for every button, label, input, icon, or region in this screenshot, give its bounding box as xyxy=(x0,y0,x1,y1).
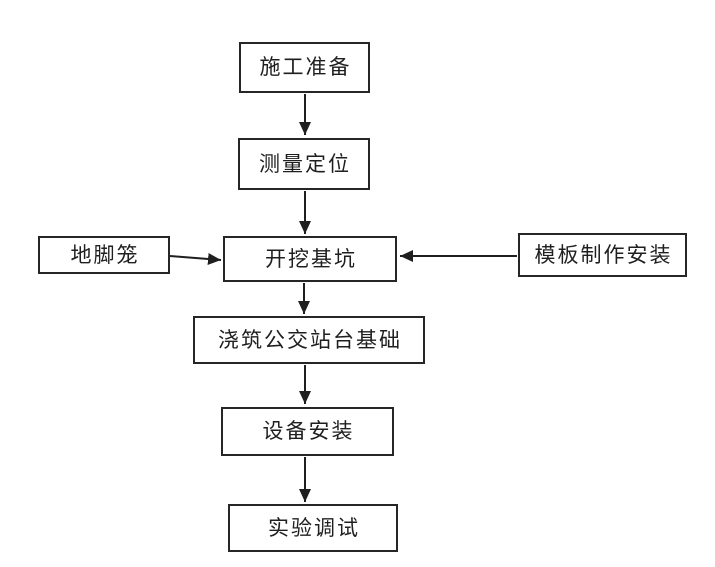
flow-node-label: 地脚笼 xyxy=(70,242,140,267)
flow-node-label: 测量定位 xyxy=(259,151,351,176)
flow-node-pour-platform-foundation: 浇筑公交站台基础 xyxy=(193,316,425,364)
flow-node-formwork-fabrication-install: 模板制作安装 xyxy=(518,233,687,277)
flow-node-label: 模板制作安装 xyxy=(534,242,673,267)
flow-node-label: 施工准备 xyxy=(259,55,352,79)
flow-node-survey-positioning: 测量定位 xyxy=(238,138,370,190)
edge-anchor-to-excavate-arrow xyxy=(169,253,222,265)
flow-node-label: 实验调试 xyxy=(268,515,360,540)
flow-node-construction-preparation: 施工准备 xyxy=(239,42,370,93)
flow-node-anchor-cage: 地脚笼 xyxy=(38,236,170,274)
flow-node-label: 开挖基坑 xyxy=(265,246,357,271)
flow-node-label: 浇筑公交站台基础 xyxy=(218,327,402,352)
flow-node-equipment-installation: 设备安装 xyxy=(221,407,394,456)
flow-node-excavate-foundation-pit: 开挖基坑 xyxy=(223,236,397,282)
flow-node-label: 设备安装 xyxy=(262,419,355,443)
flow-node-test-debug: 实验调试 xyxy=(228,504,398,552)
